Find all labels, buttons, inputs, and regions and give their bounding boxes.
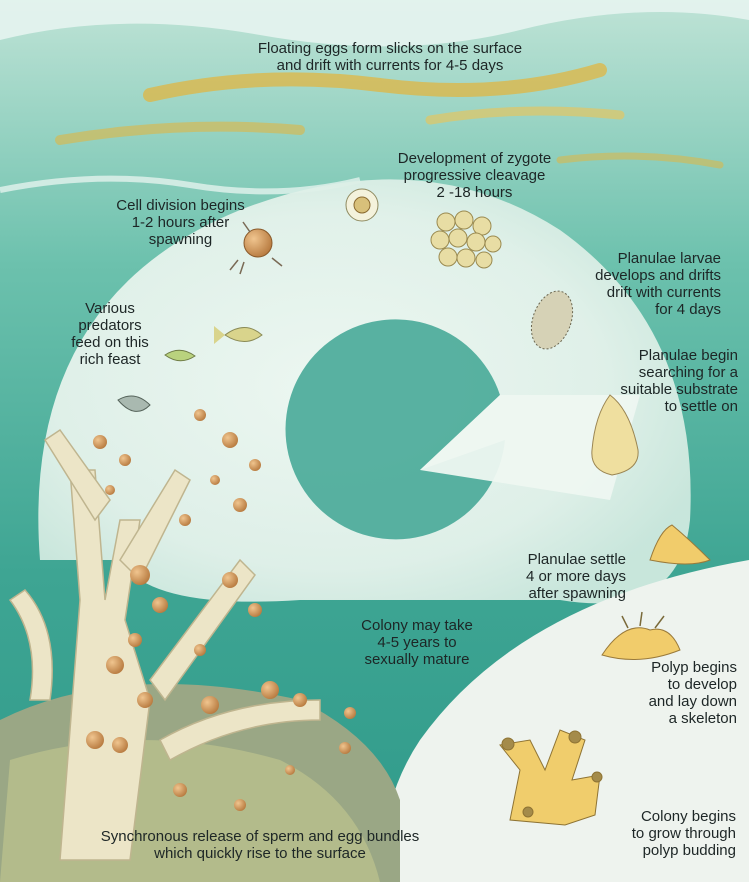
- cell-division-label: Cell division begins 1-2 hours after spa…: [98, 197, 263, 248]
- polyp-develop-label: Polyp begins to develop and lay down a s…: [632, 659, 737, 727]
- planulae-drift-label: Planulae larvae develops and drifts drif…: [545, 250, 721, 318]
- settle-label: Planulae settle 4 or more days after spa…: [486, 551, 626, 602]
- searching-label: Planulae begin searching for a suitable …: [572, 347, 738, 415]
- colony-mature-label: Colony may take 4-5 years to sexually ma…: [342, 617, 492, 668]
- colony-grow-label: Colony begins to grow through polyp budd…: [596, 808, 736, 859]
- predators-label: Various predators feed on this rich feas…: [55, 300, 165, 368]
- surface-label: Floating eggs form slicks on the surface…: [185, 40, 595, 74]
- zygote-label: Development of zygote progressive cleava…: [372, 150, 577, 201]
- release-label: Synchronous release of sperm and egg bun…: [40, 828, 480, 862]
